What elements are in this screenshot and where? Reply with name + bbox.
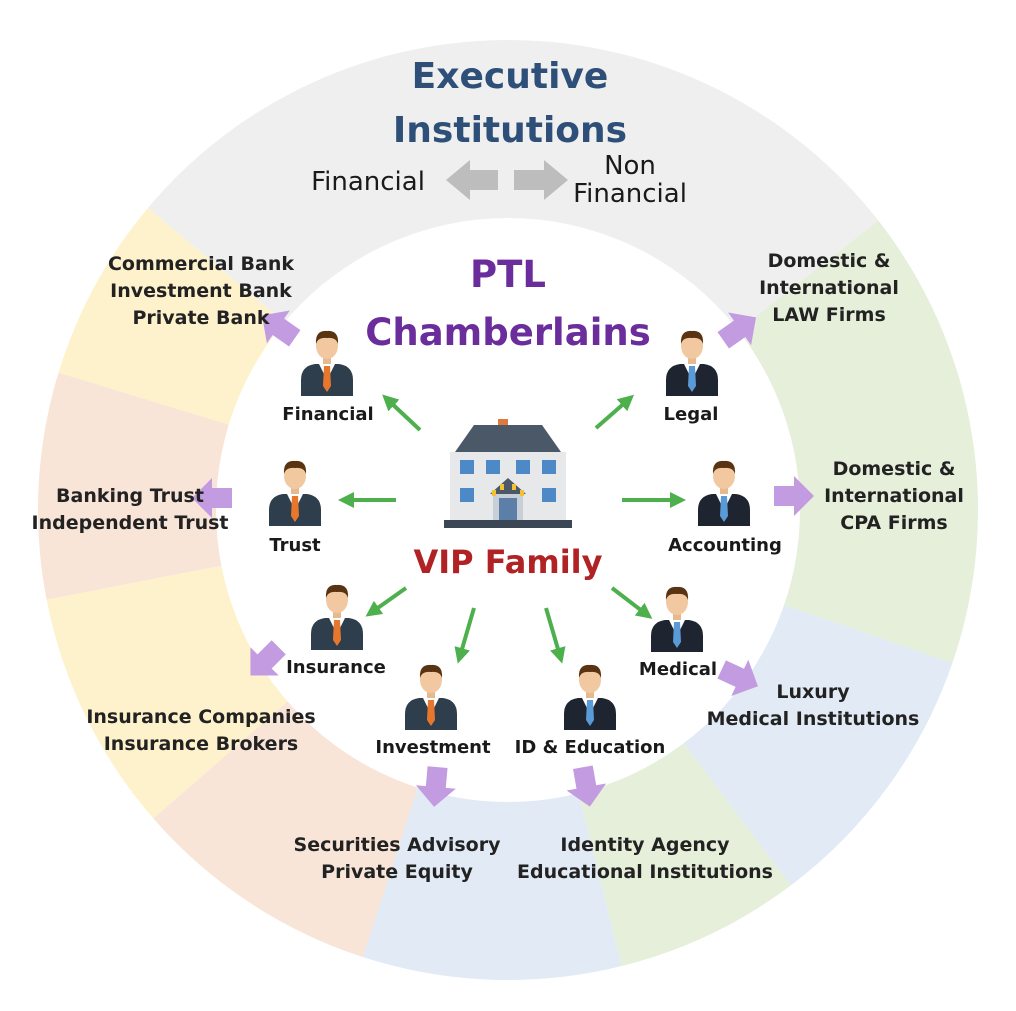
green-arrow-medical <box>610 586 653 619</box>
purple-arrow-banks <box>261 310 301 347</box>
education-advisor-icon <box>564 664 616 730</box>
role-accounting: Accounting <box>668 535 782 556</box>
trust-advisor-icon <box>269 460 321 526</box>
executive-title-line-2: Institutions <box>392 110 628 151</box>
role-financial: Financial <box>282 404 374 425</box>
cpa-line-1: Domestic & <box>832 458 956 480</box>
green-arrow-legal <box>594 394 635 430</box>
purple-arrow-insurance <box>250 640 286 676</box>
financial-advisor-icon <box>301 330 353 396</box>
insurance-advisor-icon <box>311 584 363 650</box>
cpa-line-3: CPA Firms <box>840 512 948 534</box>
securities-label: Securities Advisory Private Equity <box>284 832 510 886</box>
ptl-chamberlains-title: PTL Chamberlains <box>358 246 658 362</box>
ptl-line-1: PTL <box>470 253 546 296</box>
green-arrow-investment <box>454 607 476 664</box>
purple-arrow-securities <box>415 766 456 807</box>
executive-title: Executive Institutions <box>390 50 630 158</box>
accounting-advisor-icon <box>698 460 750 526</box>
non-financial-line-2: Financial <box>573 179 687 209</box>
identity-line-1: Identity Agency <box>560 834 730 856</box>
insurance-institutions-label: Insurance Companies Insurance Brokers <box>80 704 322 758</box>
cpa-label: Domestic & International CPA Firms <box>818 456 970 537</box>
ptl-line-2: Chamberlains <box>365 311 651 354</box>
bank-line-2: Investment Bank <box>110 280 292 302</box>
purple-arrow-identity <box>566 765 607 807</box>
trust-line-2: Independent Trust <box>31 512 229 534</box>
law-line-1: Domestic & <box>767 250 891 272</box>
mansion-icon <box>444 419 572 528</box>
green-arrow-insurance <box>365 586 408 617</box>
cpa-line-2: International <box>824 485 964 507</box>
green-arrow-financial <box>382 394 422 432</box>
role-id-education: ID & Education <box>514 737 666 758</box>
banks-label: Commercial Bank Investment Bank Private … <box>96 251 306 332</box>
vip-family-label: VIP Family <box>413 543 603 581</box>
law-line-3: LAW Firms <box>772 304 886 326</box>
non-financial-side-label: Non Financial <box>560 152 700 208</box>
financial-side-label: Financial <box>311 167 425 197</box>
gray-arrow-left <box>446 160 498 200</box>
gray-arrow-right <box>514 160 568 200</box>
securities-line-2: Private Equity <box>321 861 473 883</box>
purple-arrow-cpa <box>774 476 814 516</box>
investment-advisor-icon <box>405 664 457 730</box>
medical-institutions-label: Luxury Medical Institutions <box>706 679 920 733</box>
medical-advisor-icon <box>651 586 703 652</box>
insurance-line-2: Insurance Brokers <box>103 733 299 755</box>
role-investment: Investment <box>375 737 491 758</box>
purple-arrows <box>192 310 814 807</box>
trusts-label: Banking Trust Independent Trust <box>30 483 230 537</box>
law-label: Domestic & International LAW Firms <box>746 248 912 329</box>
medical-line-1: Luxury <box>776 681 850 703</box>
advisor-figures <box>269 330 750 730</box>
identity-label: Identity Agency Educational Institutions <box>512 832 778 886</box>
law-line-2: International <box>759 277 899 299</box>
role-trust: Trust <box>269 535 321 556</box>
trust-line-1: Banking Trust <box>56 485 204 507</box>
role-insurance: Insurance <box>286 657 386 678</box>
purple-arrow-trusts <box>192 478 232 518</box>
green-arrows <box>338 394 686 664</box>
gray-double-arrow <box>446 160 568 200</box>
securities-line-1: Securities Advisory <box>293 834 501 856</box>
executive-title-line-1: Executive <box>411 56 609 97</box>
medical-line-2: Medical Institutions <box>706 708 920 730</box>
role-medical: Medical <box>638 659 718 680</box>
green-arrow-education <box>544 607 566 664</box>
identity-line-2: Educational Institutions <box>517 861 773 883</box>
purple-arrow-law <box>717 312 757 349</box>
role-legal: Legal <box>663 404 719 425</box>
non-financial-line-1: Non <box>604 151 656 181</box>
bank-line-1: Commercial Bank <box>107 253 295 275</box>
bank-line-3: Private Bank <box>132 307 270 329</box>
purple-arrow-medical <box>717 659 758 696</box>
insurance-line-1: Insurance Companies <box>86 706 316 728</box>
legal-advisor-icon <box>666 330 718 396</box>
